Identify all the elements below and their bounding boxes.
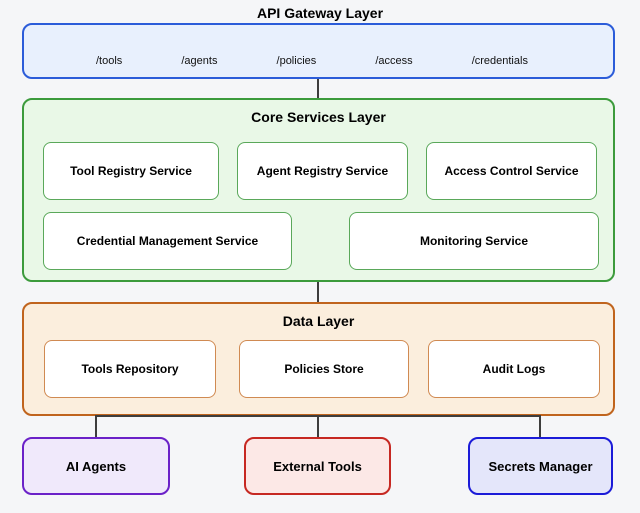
node-policies-store: Policies Store <box>239 340 409 398</box>
data-layer-title: Data Layer <box>282 313 355 329</box>
node-monitoring-service: Monitoring Service <box>349 212 599 270</box>
node-external-tools: External Tools <box>244 437 391 495</box>
node-secrets-manager: Secrets Manager <box>468 437 613 495</box>
core-services-layer-box: Core Services Layer Tool Registry Servic… <box>22 98 615 282</box>
node-tools-repository: Tools Repository <box>44 340 216 398</box>
node-tool-registry-service: Tool Registry Service <box>43 142 219 200</box>
api-gateway-layer-box: /tools /agents /policies /access /creden… <box>22 23 615 79</box>
endpoint-list: /tools /agents /policies /access /creden… <box>24 25 613 77</box>
connector-drop-ai-agents <box>95 415 97 438</box>
endpoint-tools: /tools <box>96 55 123 67</box>
node-credential-management-service: Credential Management Service <box>43 212 292 270</box>
data-layer-box: Data Layer Tools Repository Policies Sto… <box>22 302 615 416</box>
connector-api-to-core <box>317 79 319 98</box>
endpoint-credentials: /credentials <box>471 55 528 67</box>
node-audit-logs: Audit Logs <box>428 340 600 398</box>
endpoint-policies: /policies <box>276 55 317 67</box>
connector-drop-external-tools <box>317 415 319 438</box>
connector-drop-secrets-manager <box>539 415 541 438</box>
diagram-title: API Gateway Layer <box>256 5 384 21</box>
node-agent-registry-service: Agent Registry Service <box>237 142 408 200</box>
connector-core-to-data <box>317 282 319 302</box>
node-access-control-service: Access Control Service <box>426 142 597 200</box>
endpoint-access: /access <box>375 55 413 67</box>
node-ai-agents: AI Agents <box>22 437 170 495</box>
core-services-layer-title: Core Services Layer <box>251 109 386 125</box>
endpoint-agents: /agents <box>181 55 218 67</box>
